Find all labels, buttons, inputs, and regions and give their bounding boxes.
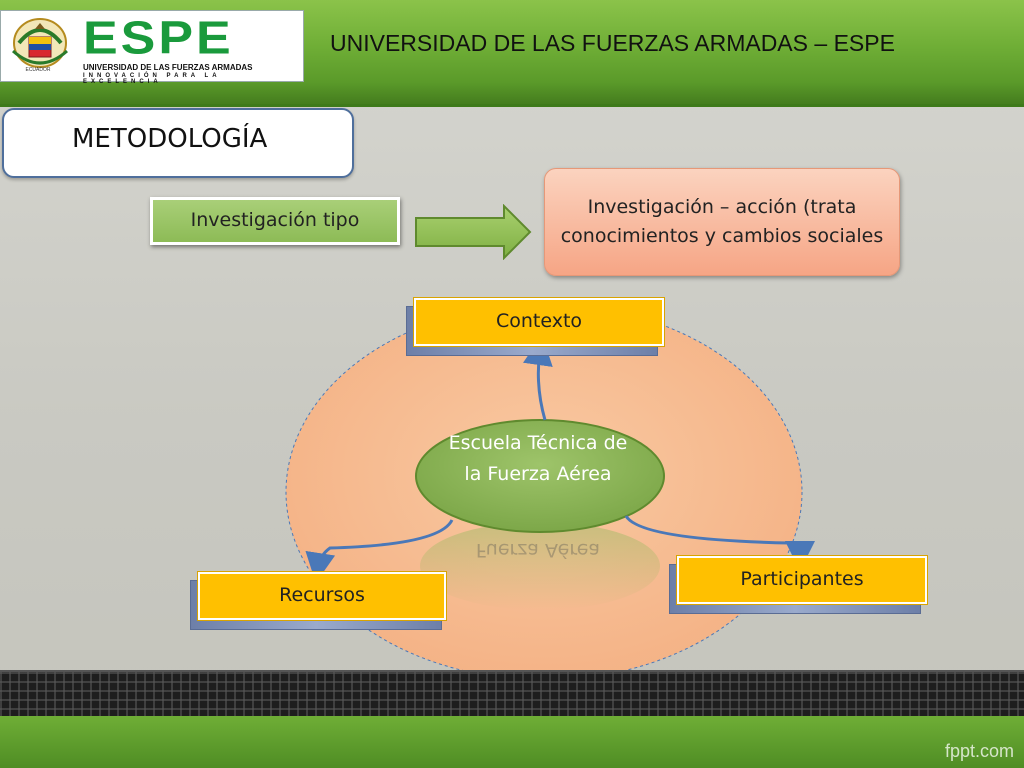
research-type-box: Investigación tipo [150,197,400,245]
espe-logo: ECUADOR ESPE UNIVERSIDAD DE LAS FUERZAS … [0,10,304,85]
crest-icon [12,18,68,68]
center-reflection-text: Fuerza Aérea [475,539,601,561]
research-action-box: Investigación – acción (trata conocimien… [544,168,900,276]
logo-wordmark: ESPE [83,11,234,65]
right-arrow-icon [415,204,532,260]
connector-to-participantes [624,515,815,571]
logo-university-name: UNIVERSIDAD DE LAS FUERZAS ARMADAS [83,63,253,72]
university-title: UNIVERSIDAD DE LAS FUERZAS ARMADAS – ESP… [330,30,895,56]
crest-caption: ECUADOR [25,67,51,73]
connector-to-recursos [305,519,454,583]
participantes-box: Participantes [677,556,927,604]
recursos-box: Recursos [198,572,446,620]
contexto-box: Contexto [414,298,664,346]
fppt-watermark: fppt.com [944,741,1014,761]
connector-to-contexto [523,335,553,421]
center-label: Escuela Técnica de la Fuerza Aérea [448,432,628,485]
pattern-band [0,670,1024,718]
center-reflection [420,522,660,610]
slide-title: METODOLOGÍA [72,124,268,154]
header-shade [0,82,1024,104]
footer-bar: fppt.com [0,716,1024,768]
header-bar: ECUADOR ESPE UNIVERSIDAD DE LAS FUERZAS … [0,0,1024,107]
logo-tagline: INNOVACIÓN PARA LA EXCELENCIA [83,73,221,85]
center-ellipse [415,419,665,533]
slide-title-box: METODOLOGÍA [2,108,354,178]
